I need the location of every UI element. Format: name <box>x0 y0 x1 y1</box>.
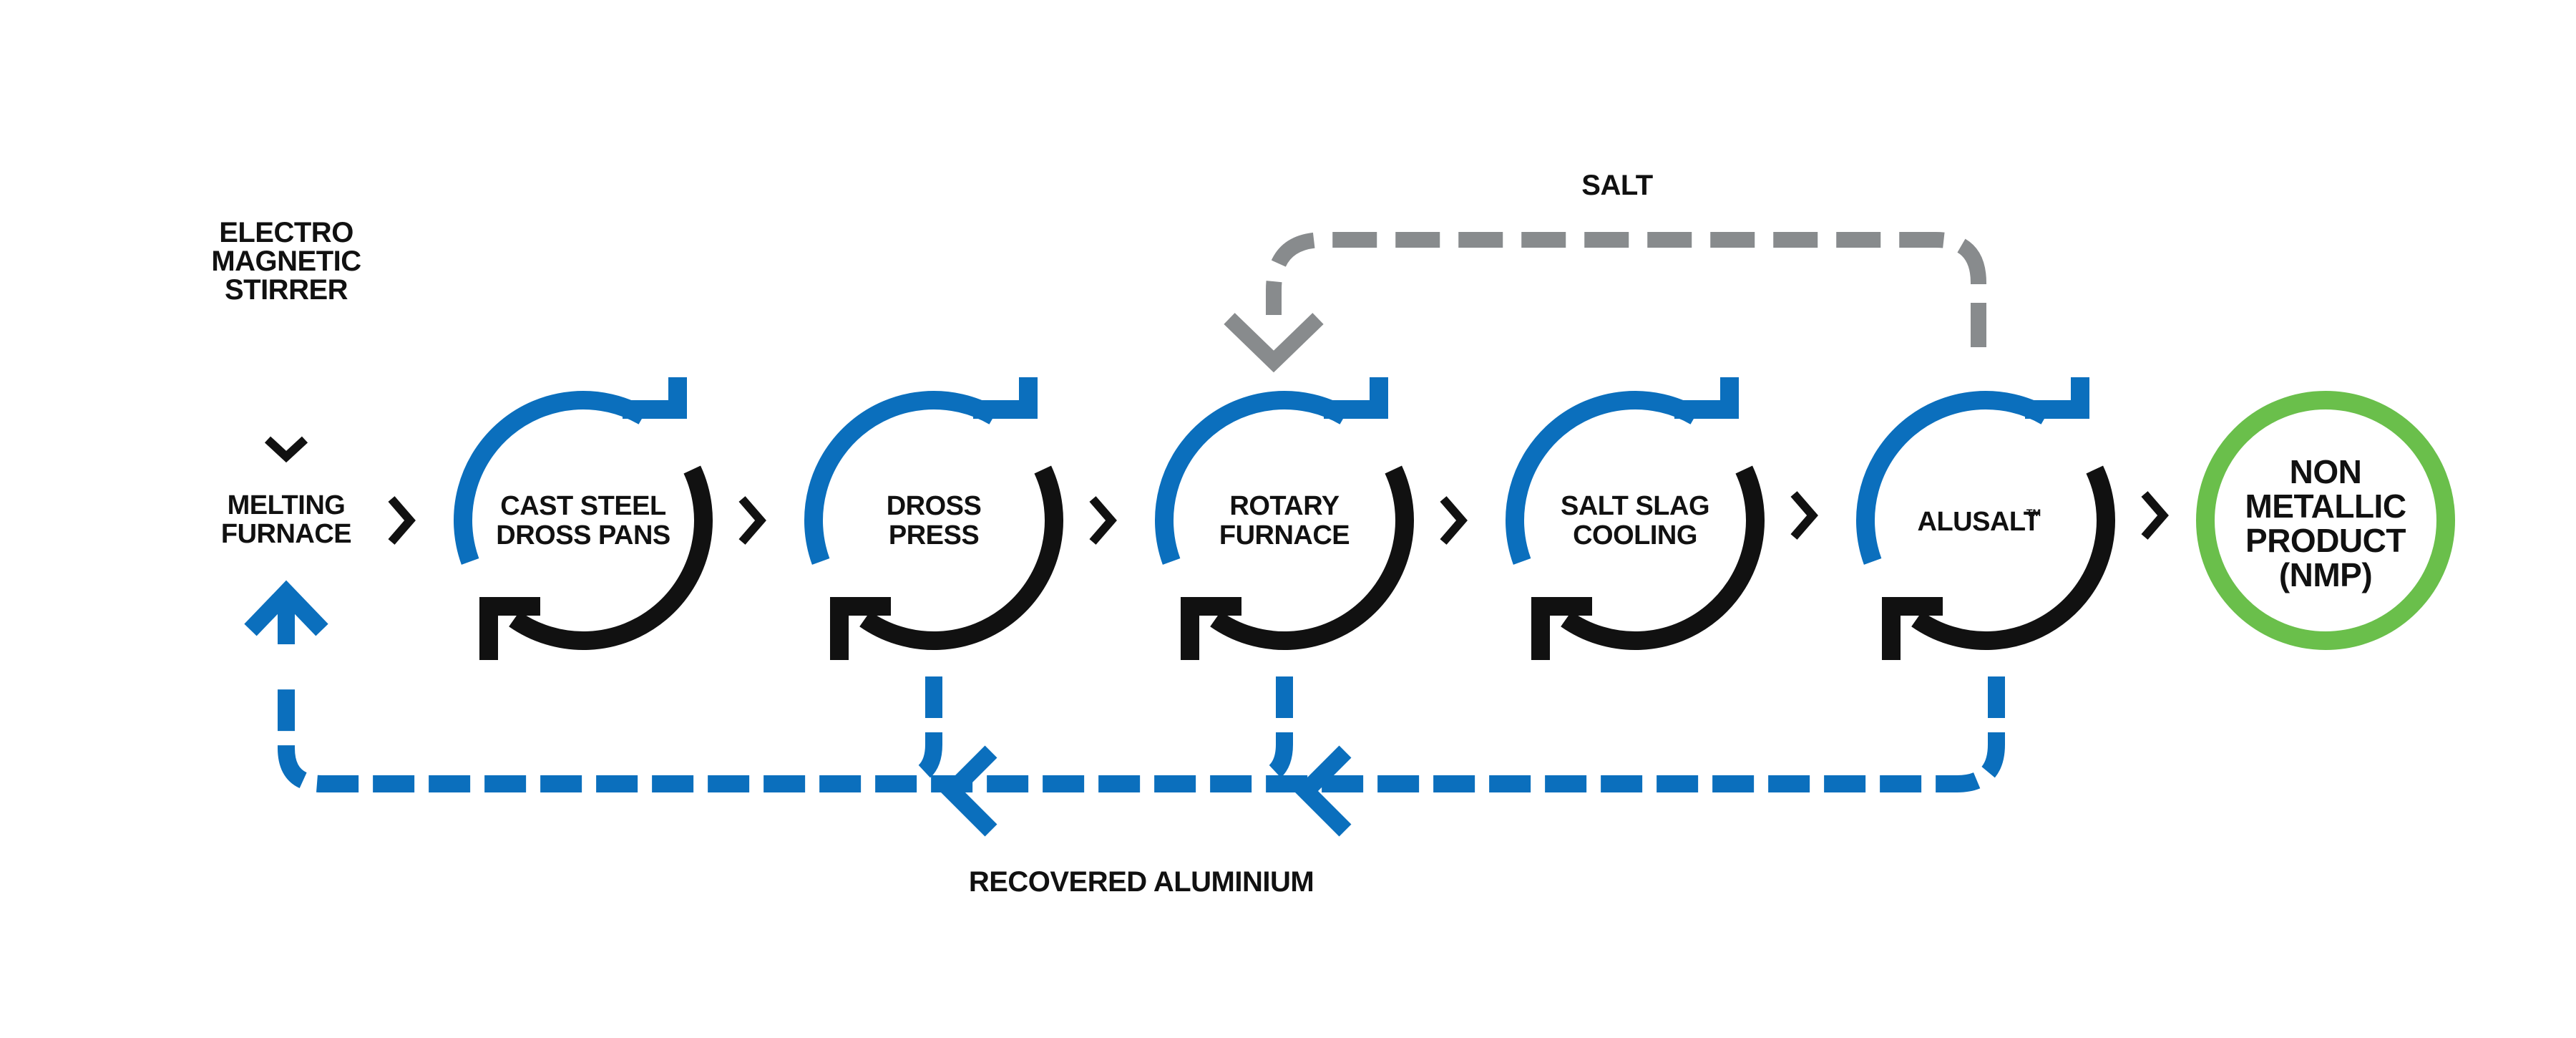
cycle-blue-arrowhead-icon <box>2025 377 2089 419</box>
nmp-label-line-1: NON <box>2290 453 2362 490</box>
stage-label-line-1: ROTARY <box>1229 491 1339 521</box>
chevron-right-icon <box>738 496 766 545</box>
stage-rotary-furnace: ROTARY FURNACE <box>1155 377 1414 660</box>
stirrer-label-line-3: STIRRER <box>225 274 348 306</box>
melting-furnace: MELTING FURNACE <box>221 490 352 549</box>
salt-arrowhead-icon <box>1224 313 1324 373</box>
recovered-aluminium-loop: RECOVERED ALUMINIUM <box>244 580 2005 898</box>
melting-furnace-up-arrow-icon <box>244 580 328 636</box>
cycle-black-arc <box>509 465 713 650</box>
chevron-right-icon <box>1089 496 1117 545</box>
flow-chevrons <box>388 491 2169 545</box>
stage-label-line-2: COOLING <box>1573 520 1697 550</box>
cycle-black-arc <box>1561 465 1765 650</box>
cycle-black-arrowhead-icon <box>1181 597 1241 660</box>
chevron-right-icon <box>388 496 416 545</box>
cycle-black-arc <box>859 465 1063 650</box>
melting-furnace-label-line-1: MELTING <box>228 490 346 520</box>
cycle-blue-arc <box>1856 391 2051 565</box>
nmp-label-line-3: PRODUCT <box>2245 522 2406 559</box>
recycle-cycle-icon <box>1155 377 1414 660</box>
chevron-right-icon <box>1790 491 1818 540</box>
cycle-blue-arrowhead-icon <box>973 377 1038 419</box>
recovered-dashed-path <box>278 676 2005 792</box>
stage-salt-slag-cooling: SALT SLAG COOLING <box>1506 377 1765 660</box>
stirrer-label-line-1: ELECTRO <box>219 217 353 248</box>
cycle-black-arrowhead-icon <box>479 597 540 660</box>
trademark-mark: TM <box>2026 507 2041 518</box>
stage-label-line-2: DROSS PANS <box>496 520 670 550</box>
salt-label: SALT <box>1581 170 1653 201</box>
stage-label-line-1: ALUSALT <box>1918 507 2040 537</box>
cycle-blue-arc <box>1506 391 1700 565</box>
recycle-cycle-icon <box>804 377 1063 660</box>
stirrer-chevron-down-icon <box>264 436 308 463</box>
salt-dashed-path <box>1266 232 1986 347</box>
recycle-cycle-icon <box>454 377 713 660</box>
cycle-black-arrowhead-icon <box>830 597 891 660</box>
stage-label-line-1: CAST STEEL <box>500 491 666 521</box>
recovered-aluminium-label: RECOVERED ALUMINIUM <box>969 866 1314 898</box>
melting-furnace-label-line-2: FURNACE <box>221 519 351 549</box>
nmp-label-line-2: METALLIC <box>2245 488 2406 525</box>
stage-label-line-2: PRESS <box>889 520 979 550</box>
cycle-blue-arc <box>1155 391 1350 565</box>
dross-press-drop-line <box>912 676 942 785</box>
cycle-black-arc <box>1911 465 2115 650</box>
recovered-arrowhead-icon-2 <box>1294 745 1352 837</box>
recovered-arrowhead-icon-1 <box>940 745 997 837</box>
cycle-blue-arc <box>804 391 999 565</box>
chevron-right-icon <box>1440 496 1468 545</box>
cycle-blue-arrowhead-icon <box>1674 377 1739 419</box>
salt-return-loop: SALT <box>1224 170 1986 373</box>
ring-icon <box>2196 391 2455 650</box>
cycle-blue-arrowhead-icon <box>623 377 687 419</box>
electro-magnetic-stirrer: ELECTRO MAGNETIC STIRRER <box>211 217 361 306</box>
stage-label-line-1: DROSS <box>887 491 982 521</box>
cycle-blue-arc <box>454 391 648 565</box>
recycle-cycle-icon <box>1506 377 1765 660</box>
rotary-furnace-drop-line <box>1262 676 1293 785</box>
nmp-label-line-4: (NMP) <box>2279 556 2372 593</box>
stage-dross-press: DROSS PRESS <box>804 377 1063 660</box>
stirrer-label-line-2: MAGNETIC <box>211 246 361 277</box>
stage-label-line-1: SALT SLAG <box>1561 491 1709 521</box>
stage-alusalt: ALUSALT TM <box>1856 377 2115 660</box>
end-product-nmp: NON METALLIC PRODUCT (NMP) <box>2196 391 2455 650</box>
cycle-black-arrowhead-icon <box>1882 597 1943 660</box>
stages: CAST STEEL DROSS PANS DROSS PRESS ROTARY… <box>454 377 2115 660</box>
stage-cast-steel-dross-pans: CAST STEEL DROSS PANS <box>454 377 713 660</box>
stage-label-line-2: FURNACE <box>1219 520 1350 550</box>
cycle-black-arrowhead-icon <box>1531 597 1592 660</box>
chevron-right-icon <box>2141 491 2169 540</box>
cycle-blue-arrowhead-icon <box>1324 377 1388 419</box>
recycle-cycle-icon <box>1856 377 2115 660</box>
cycle-black-arc <box>1210 465 1414 650</box>
